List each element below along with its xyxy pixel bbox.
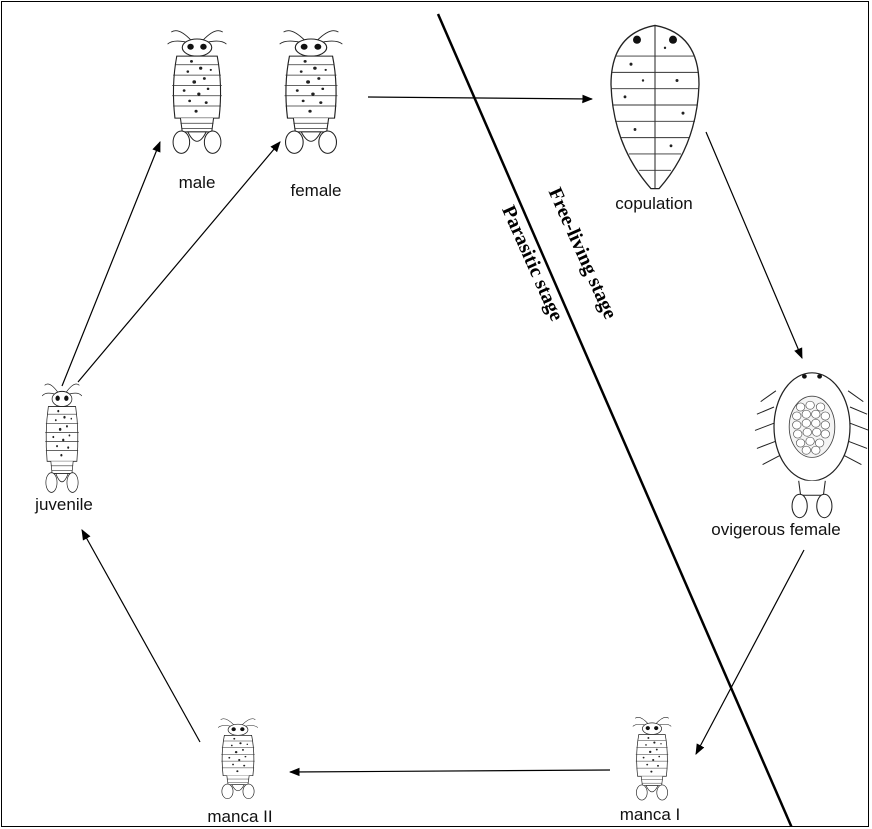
label-juvenile: juvenile [35, 495, 93, 515]
female-isopod-illustration [280, 31, 343, 154]
label-manca-1: manca I [620, 805, 680, 825]
juvenile-isopod-illustration [42, 384, 82, 492]
arrow-manca-1-to-manca-2 [290, 770, 610, 772]
manca-1-isopod-illustration [633, 717, 671, 800]
label-ovigerous-female: ovigerous female [711, 520, 840, 540]
arrow-copulation-to-ovigerous [706, 132, 802, 358]
label-male: male [179, 173, 216, 193]
copulation-illustration [611, 25, 699, 188]
manca-2-isopod-illustration [218, 719, 258, 799]
stage-divider-line [438, 14, 792, 827]
arrow-female-to-copulation [368, 97, 592, 99]
male-isopod-illustration [168, 31, 227, 154]
label-copulation: copulation [615, 194, 693, 214]
arrow-juvenile-to-male [62, 142, 160, 386]
arrow-manca-2-to-juvenile [82, 530, 200, 742]
arrow-ovigerous-to-manca-1 [696, 550, 804, 754]
label-manca-2: manca II [207, 807, 272, 827]
ovigerous-female-illustration [755, 373, 869, 518]
label-female: female [290, 181, 341, 201]
